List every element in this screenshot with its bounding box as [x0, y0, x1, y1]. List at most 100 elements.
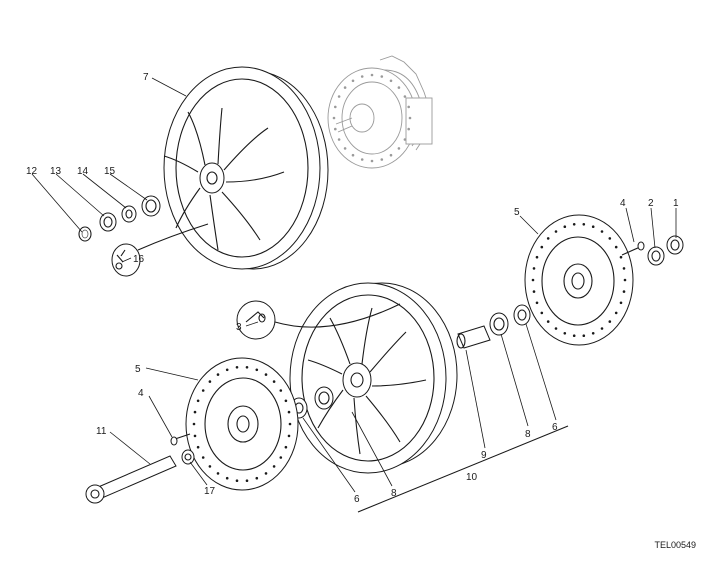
- disc-hole-left: [264, 472, 268, 475]
- disc-hole-left: [284, 399, 288, 403]
- callout-9: 9: [481, 450, 487, 461]
- front-axle: [85, 455, 177, 504]
- front-washer-left: [181, 449, 195, 465]
- disc-hole-right: [619, 301, 623, 305]
- disc-hole-rear: [334, 127, 337, 131]
- disc-hole-right: [600, 327, 604, 330]
- callout-7: 7: [143, 72, 149, 83]
- disc-hole-right: [591, 225, 595, 228]
- disc-hole-left: [192, 422, 196, 426]
- disc-hole-right: [582, 223, 586, 226]
- disc-hole-right: [535, 255, 539, 259]
- disc-hole-right: [535, 301, 539, 305]
- disc-hole-right: [623, 278, 627, 282]
- front-bolt-left: [170, 433, 191, 446]
- disc-hole-left: [255, 368, 259, 372]
- callout-6-left: 6: [354, 494, 360, 505]
- callout-10: 10: [466, 472, 478, 483]
- disc-hole-rear: [343, 147, 347, 150]
- rear-disc-sprocket-assembly: [327, 55, 433, 169]
- disc-hole-rear: [380, 158, 384, 161]
- disc-hole-right: [546, 237, 550, 240]
- disc-hole-rear: [332, 116, 336, 120]
- disc-hole-left: [196, 399, 200, 403]
- disc-hole-right: [608, 237, 612, 240]
- callout-6-right: 6: [552, 422, 558, 433]
- disc-hole-left: [255, 476, 259, 480]
- disc-hole-rear: [403, 138, 407, 141]
- disc-hole-right: [614, 245, 618, 249]
- disc-hole-rear: [389, 153, 393, 157]
- disc-hole-left: [272, 380, 276, 383]
- callout-8-left: 8: [391, 488, 397, 499]
- disc-hole-left: [208, 380, 212, 383]
- disc-hole-left: [284, 445, 288, 449]
- callout-5-right: 5: [514, 207, 520, 218]
- front-bolt-right: [621, 241, 645, 256]
- disc-hole-right: [540, 245, 544, 249]
- disc-hole-right: [582, 334, 586, 338]
- disc-hole-right: [572, 334, 576, 338]
- disc-hole-left: [264, 373, 268, 376]
- disc-hole-left: [208, 465, 212, 468]
- disc-hole-rear: [343, 86, 347, 89]
- disc-hole-left: [272, 465, 276, 468]
- disc-hole-right: [554, 230, 558, 233]
- disc-hole-left: [245, 479, 249, 483]
- front-axle-spacer: [456, 325, 491, 349]
- callout-16: 16: [133, 254, 145, 265]
- callout-12: 12: [26, 166, 38, 177]
- disc-hole-left: [287, 434, 291, 438]
- disc-hole-right: [619, 255, 623, 259]
- rear-circlip: [78, 226, 92, 242]
- rear-bearing: [99, 212, 117, 232]
- disc-hole-rear: [370, 73, 374, 77]
- disc-hole-right: [531, 278, 535, 282]
- disc-hole-rear: [360, 75, 364, 78]
- rear-wheel: [163, 66, 329, 270]
- disc-hole-right: [622, 290, 626, 293]
- disc-hole-left: [225, 476, 229, 480]
- disc-hole-right: [546, 320, 550, 323]
- bracket-line-10: [357, 425, 569, 513]
- disc-hole-right: [532, 290, 536, 293]
- callout-5-left: 5: [135, 364, 141, 375]
- callout-8-right: 8: [525, 429, 531, 440]
- disc-hole-left: [235, 479, 239, 483]
- disc-hole-right: [600, 230, 604, 233]
- rear-spacer-ring: [121, 205, 137, 223]
- callout-4-left: 4: [138, 388, 144, 399]
- disc-hole-rear: [337, 138, 341, 141]
- disc-hole-right: [622, 267, 626, 270]
- disc-hole-rear: [337, 95, 341, 98]
- disc-hole-rear: [370, 159, 374, 163]
- disc-hole-rear: [407, 105, 411, 109]
- disc-hole-right: [540, 311, 544, 315]
- front-bearing-right: [489, 312, 509, 336]
- reference-code: TEL00549: [654, 540, 696, 550]
- disc-hole-rear: [407, 127, 411, 131]
- callout-13: 13: [50, 166, 62, 177]
- leader-lines: [31, 77, 677, 493]
- callout-labels: 1 2 4 5 3 5 4 6 8 9 10 6 8 7 11 12 13 14…: [26, 72, 679, 505]
- disc-hole-rear: [397, 86, 401, 89]
- disc-hole-rear: [403, 95, 407, 98]
- disc-hole-right: [563, 225, 567, 228]
- front-wheel: [289, 282, 458, 474]
- rear-seal: [141, 195, 161, 217]
- disc-hole-left: [216, 472, 220, 475]
- disc-hole-rear: [389, 79, 393, 83]
- callout-15: 15: [104, 166, 116, 177]
- disc-hole-left: [196, 445, 200, 449]
- disc-hole-rear: [351, 79, 355, 83]
- disc-hole-left: [235, 366, 239, 369]
- disc-hole-left: [193, 434, 197, 438]
- callout-4-right: 4: [620, 198, 626, 209]
- disc-hole-left: [287, 410, 291, 414]
- disc-hole-left: [279, 389, 283, 392]
- disc-hole-right: [554, 327, 558, 330]
- disc-hole-left: [201, 389, 205, 392]
- disc-hole-right: [608, 320, 612, 323]
- callout-1: 1: [673, 198, 679, 209]
